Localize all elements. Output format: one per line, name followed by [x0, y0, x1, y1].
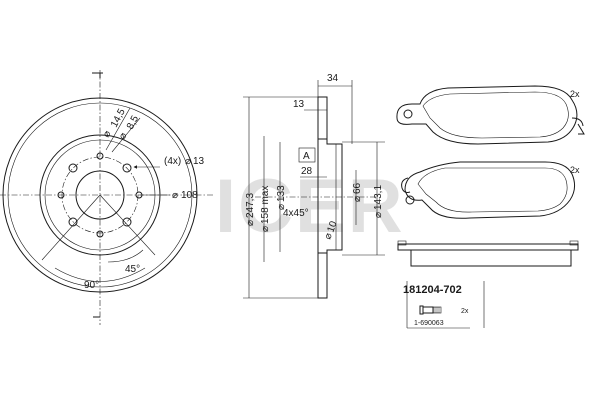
pad-side-backing	[397, 243, 579, 251]
pad-backing-plate	[404, 161, 576, 219]
dim-13: 13	[293, 99, 305, 110]
dim-143-1-symbol: ⌀	[373, 212, 384, 218]
dim-8-5: 8,5	[125, 114, 141, 132]
dim-8-5-symbol: ⌀	[117, 131, 130, 141]
dim-66: 66	[352, 182, 363, 194]
pad-mount-hole	[405, 195, 415, 205]
brake-pad-lower: 2x	[401, 161, 580, 219]
dim-66-symbol: ⌀	[352, 196, 363, 202]
pad-friction-material	[417, 167, 568, 213]
dim-10: 10	[325, 219, 339, 234]
accessory-qty: 2x	[461, 308, 469, 315]
pad-side-view	[397, 240, 579, 267]
dim-143-1: 143,1	[373, 185, 384, 210]
dim-chamfer: 4x45°	[283, 208, 309, 219]
bolt-hole	[122, 217, 132, 227]
dim-hole-count: (4x)	[164, 156, 181, 167]
dim-14-5-symbol: ⌀	[101, 129, 114, 139]
dim-108-symbol: ⌀	[172, 190, 178, 201]
angle-90-arc	[54, 267, 146, 282]
dim-angle-90: 90°	[84, 280, 99, 291]
pad-wear-clip	[571, 117, 585, 135]
disc-section-view: 34 13 A 28 ⌀ 247,3 ⌀ 158 max ⌀ 133 4x45°…	[243, 73, 385, 299]
angle-line	[41, 194, 101, 261]
pad-mount-hole	[403, 109, 413, 119]
brake-pads: 2x 2x 181204-702	[396, 85, 585, 296]
dim-angle-45: 45°	[125, 264, 140, 275]
accessory-kit: 2x 1-690063	[406, 281, 485, 329]
dim-34: 34	[327, 73, 339, 84]
pad-qty-bottom: 2x	[570, 165, 580, 175]
disc-front-view: ⌀ 14,5 ⌀ 8,5 (4x) ⌀ 13 ⌀ 108 90° 45°	[0, 70, 215, 325]
pad-qty-top: 2x	[570, 89, 580, 99]
dim-247-3-symbol: ⌀	[245, 220, 256, 226]
pad-friction-material	[422, 91, 569, 139]
watermark-logo: ICER	[215, 164, 405, 249]
dim-hole-symbol: ⌀	[185, 156, 191, 167]
bolt-hole	[68, 163, 78, 173]
accessory-part-number: 1-690063	[414, 320, 444, 327]
bolt-hole	[122, 163, 132, 173]
top-section-marker	[92, 72, 101, 78]
dim-28: 28	[301, 166, 313, 177]
pad-side-friction	[410, 249, 572, 267]
dim-247-3: 247,3	[245, 193, 256, 218]
bolt-hole	[68, 217, 78, 227]
datum-a: A	[303, 151, 310, 162]
dim-133-symbol: ⌀	[276, 204, 287, 210]
friction-ring-top	[317, 96, 328, 140]
pad-spring	[401, 177, 411, 193]
pad-backing-plate	[396, 85, 578, 145]
angle-line	[99, 194, 156, 256]
datum-a-box	[298, 147, 316, 163]
dim-133: 133	[276, 185, 287, 202]
friction-ring-bottom	[317, 252, 328, 299]
bolt-icon	[419, 305, 442, 315]
brake-pad-upper: 2x	[396, 85, 585, 145]
leader-line	[105, 107, 131, 151]
dim-10-symbol: ⌀	[322, 232, 334, 241]
dim-158-symbol: ⌀	[260, 226, 271, 232]
dim-158-max: 158 max	[260, 186, 271, 224]
angle-45-arc	[107, 249, 144, 263]
dim-108: 108	[181, 190, 198, 201]
dim-hole-diameter: 13	[193, 156, 205, 167]
pad-part-number: 181204-702	[403, 284, 462, 296]
leader-line	[111, 117, 141, 153]
